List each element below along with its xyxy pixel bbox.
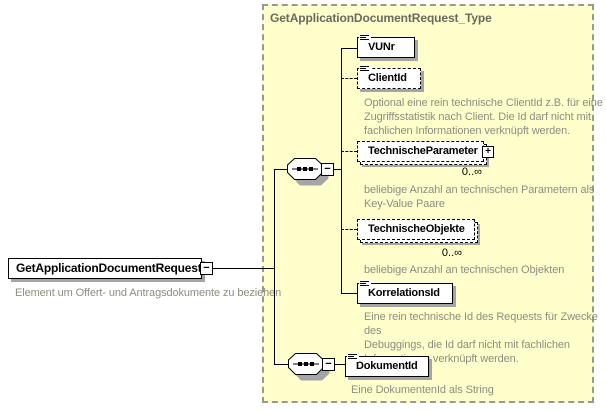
text-content-icon [359, 34, 371, 43]
element-box-clientid[interactable]: ClientId [357, 65, 421, 89]
element-label: ClientId [368, 72, 407, 84]
element-label: TechnischeObjekte [368, 223, 465, 235]
sequence-icon[interactable] [287, 158, 329, 186]
annotation-text: Element um Offert- und Antragsdokumente … [15, 287, 282, 299]
text-content-icon [359, 65, 371, 74]
element-box-technischeparameter[interactable]: TechnischeParameter [357, 141, 484, 162]
connector-line [335, 364, 345, 365]
element-label: TechnischeParameter [368, 145, 478, 157]
text-content-icon [359, 280, 371, 289]
complex-type-container: GetApplicationDocumentRequest_Type [262, 4, 594, 403]
annotation-text: Optional eine rein technische ClientId z… [364, 97, 603, 137]
connector-line [274, 364, 288, 365]
element-label: KorrelationsId [368, 287, 440, 299]
expand-toggle-technischeparameter[interactable]: + [482, 146, 494, 158]
sequence2-collapse-toggle[interactable]: − [322, 358, 335, 371]
connector-line [341, 229, 357, 230]
root-element-label: GetApplicationDocumentRequest [16, 261, 202, 275]
annotation-text: beliebige Anzahl an technischen Objekten [364, 264, 565, 276]
annotation-text: Eine rein technische Id des Requests für… [364, 311, 598, 365]
connector-line [274, 169, 287, 170]
connector-line [341, 78, 357, 79]
connector-line [274, 169, 275, 365]
root-collapse-toggle[interactable]: − [200, 262, 213, 275]
connector-line [341, 48, 357, 49]
element-box-korrelationsid[interactable]: KorrelationsId [357, 280, 453, 304]
connector-line [341, 48, 342, 293]
annotation-text: Eine DokumentenId als String [351, 384, 494, 396]
annotation-text: beliebige Anzahl an technischen Paramete… [364, 184, 595, 210]
sequence1-collapse-toggle[interactable]: − [321, 163, 334, 176]
text-content-icon [347, 353, 359, 362]
connector-line [341, 151, 357, 152]
connector-line [341, 293, 357, 294]
connector-line [334, 169, 341, 170]
root-element-box[interactable]: GetApplicationDocumentRequest [8, 258, 202, 279]
element-box-dokumentid[interactable]: DokumentId [345, 353, 429, 377]
element-label: DokumentId [356, 360, 418, 372]
sequence-icon[interactable] [288, 353, 330, 381]
element-label: VUNr [368, 41, 395, 53]
element-box-vunr[interactable]: VUNr [357, 34, 415, 58]
complex-type-title: GetApplicationDocumentRequest_Type [270, 11, 492, 25]
connector-line [213, 268, 274, 269]
occurrence-label: 0..∞ [461, 166, 482, 178]
occurrence-label: 0..∞ [441, 247, 462, 259]
element-box-technischeobjekte[interactable]: TechnischeObjekte [357, 219, 475, 240]
